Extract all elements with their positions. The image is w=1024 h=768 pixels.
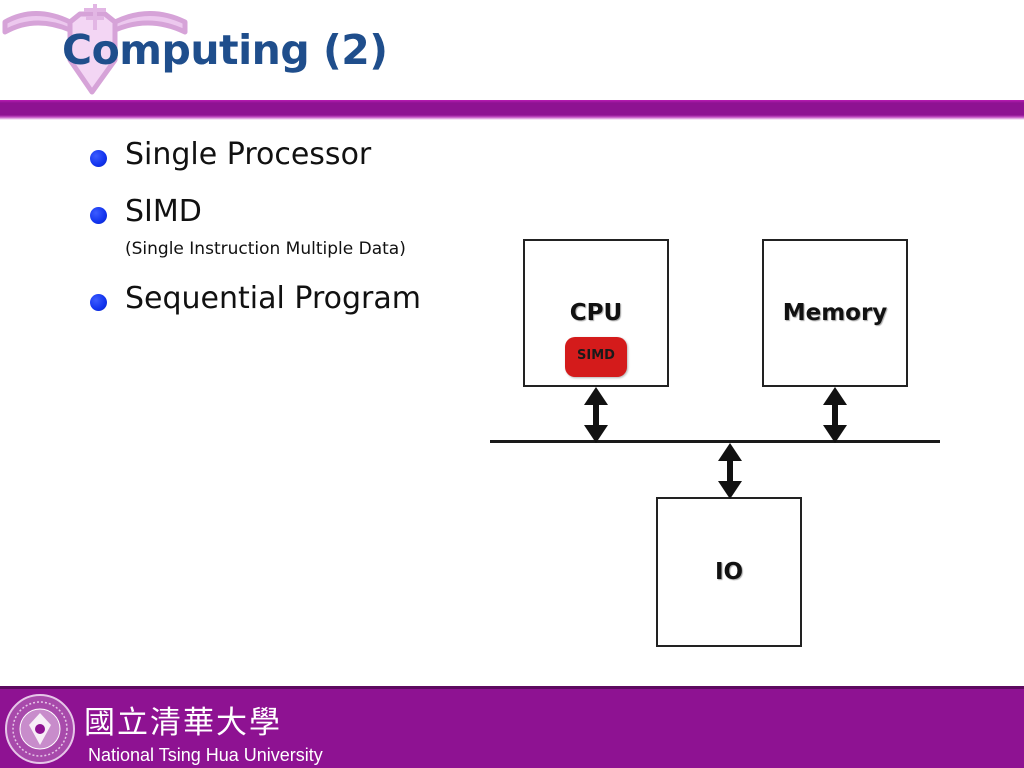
university-logo-icon (2, 4, 188, 95)
simd-badge-label: SIMD (577, 348, 615, 363)
bullet-dot-icon (90, 207, 107, 224)
cpu-bus-arrow-icon (584, 387, 608, 443)
io-bus-arrow-icon (718, 443, 742, 499)
memory-label: Memory (782, 300, 888, 326)
bullet-subtext: (Single Instruction Multiple Data) (125, 239, 406, 259)
bullet-text: Single Processor (125, 137, 372, 172)
architecture-diagram: CPU SIMD Memory IO (480, 225, 950, 655)
university-seal-icon (5, 694, 75, 764)
system-bus-line (490, 440, 940, 443)
memory-bus-arrow-icon (823, 387, 847, 443)
bullet-text: SIMD (125, 194, 202, 229)
cpu-label: CPU (569, 300, 623, 326)
title-divider-bar (0, 100, 1024, 120)
bullet-dot-icon (90, 294, 107, 311)
bullet-dot-icon (90, 150, 107, 167)
io-label: IO (714, 559, 744, 585)
slide-title: Computing (2) (62, 26, 388, 74)
footer-bar: 國立清華大學 National Tsing Hua University (0, 686, 1024, 768)
simd-badge: SIMD (565, 337, 627, 377)
university-name-chinese: 國立清華大學 (84, 705, 282, 741)
university-name-english: National Tsing Hua University (88, 745, 323, 765)
bullet-text: Sequential Program (125, 281, 421, 316)
cpu-box: CPU SIMD (523, 239, 669, 387)
memory-box: Memory (762, 239, 908, 387)
io-box: IO (656, 497, 802, 647)
